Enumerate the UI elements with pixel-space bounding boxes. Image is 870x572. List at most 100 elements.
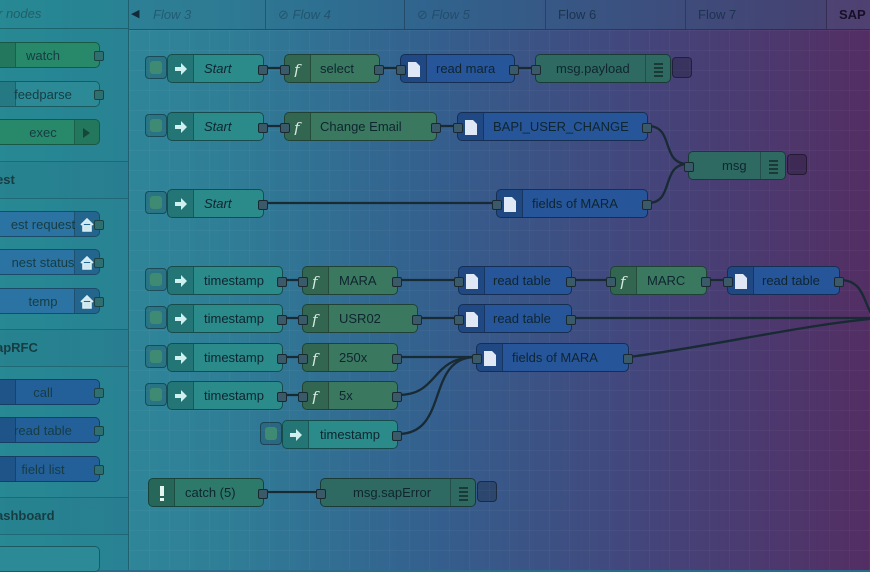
output-port[interactable] — [258, 123, 268, 133]
output-port[interactable] — [258, 65, 268, 75]
input-port[interactable] — [298, 277, 308, 287]
palette-node-rest-status[interactable]: nest status — [0, 249, 104, 275]
output-port[interactable] — [277, 277, 287, 287]
palette-node-exec[interactable]: exec — [0, 119, 100, 145]
palette-node-rest-request[interactable]: est request — [0, 211, 104, 237]
inject-node-start[interactable]: Start — [167, 189, 268, 218]
output-port[interactable] — [94, 90, 104, 100]
debug-toggle-button[interactable] — [787, 154, 807, 175]
input-port[interactable] — [684, 162, 694, 172]
inject-node-timestamp[interactable]: timestamp — [167, 266, 287, 295]
input-port[interactable] — [280, 65, 290, 75]
palette-node-read-table[interactable]: read table — [0, 417, 104, 443]
input-port[interactable] — [606, 277, 616, 287]
sap-node-bapi-user-change[interactable]: BAPI_USER_CHANGE — [453, 112, 652, 141]
output-port[interactable] — [374, 65, 384, 75]
inject-button[interactable] — [145, 306, 167, 329]
inject-node-start[interactable]: Start — [167, 54, 268, 83]
output-port[interactable] — [642, 123, 652, 133]
inject-node-start[interactable]: Start — [167, 112, 268, 141]
palette-node-watch[interactable]: watch — [0, 42, 104, 68]
palette-node-field-list[interactable]: field list — [0, 456, 104, 482]
palette-node-call[interactable]: call — [0, 379, 104, 405]
palette-node-temp[interactable]: temp — [0, 288, 104, 314]
output-port[interactable] — [431, 123, 441, 133]
input-port[interactable] — [472, 354, 482, 364]
function-node-change-email[interactable]: f Change Email — [280, 112, 441, 141]
sap-node-fields-of-mara[interactable]: fields of MARA — [472, 343, 633, 372]
palette-category-saprfc[interactable]: apRFC — [0, 329, 128, 367]
output-port[interactable] — [94, 297, 104, 307]
tab-sap[interactable]: SAP — [827, 0, 870, 29]
output-port[interactable] — [701, 277, 711, 287]
function-node-usr02[interactable]: f USR02 — [298, 304, 422, 333]
input-port[interactable] — [280, 123, 290, 133]
tab-flow-6[interactable]: Flow 6 — [546, 0, 686, 29]
function-node-250x[interactable]: f 250x — [298, 343, 402, 372]
output-port[interactable] — [392, 431, 402, 441]
sap-node-fields-of-mara[interactable]: fields of MARA — [492, 189, 652, 218]
output-port[interactable] — [412, 315, 422, 325]
sap-node-read-table[interactable]: read table — [454, 266, 576, 295]
output-port[interactable] — [392, 277, 402, 287]
input-port[interactable] — [531, 65, 541, 75]
output-port[interactable] — [94, 258, 104, 268]
tab-flow-5[interactable]: ⊘ Flow 5 — [405, 0, 546, 29]
sap-node-read-table-2[interactable]: read table — [723, 266, 844, 295]
output-port[interactable] — [392, 392, 402, 402]
inject-node-timestamp[interactable]: timestamp — [167, 381, 287, 410]
function-node-mara[interactable]: f MARA — [298, 266, 402, 295]
debug-node-msg-payload[interactable]: msg.payload — [531, 54, 671, 83]
input-port[interactable] — [723, 277, 733, 287]
output-port[interactable] — [277, 354, 287, 364]
inject-node-timestamp[interactable]: timestamp — [167, 343, 287, 372]
inject-button[interactable] — [145, 56, 167, 79]
debug-node-msg[interactable]: msg — [684, 151, 786, 180]
palette-node-feedparse[interactable]: feedparse — [0, 81, 104, 107]
output-port[interactable] — [258, 489, 268, 499]
sap-node-read-table[interactable]: read table — [454, 304, 576, 333]
scroll-left-icon[interactable]: ◀ — [131, 8, 140, 20]
inject-button[interactable] — [145, 191, 167, 214]
function-node-5x[interactable]: f 5x — [298, 381, 402, 410]
output-port[interactable] — [94, 465, 104, 475]
sap-node-read-mara[interactable]: read mara — [396, 54, 519, 83]
input-port[interactable] — [454, 277, 464, 287]
output-port[interactable] — [94, 220, 104, 230]
tab-flow-7[interactable]: Flow 7 — [686, 0, 827, 29]
inject-node-timestamp[interactable]: timestamp — [282, 420, 402, 449]
output-port[interactable] — [566, 315, 576, 325]
input-port[interactable] — [396, 65, 406, 75]
output-port[interactable] — [642, 200, 652, 210]
output-port[interactable] — [94, 388, 104, 398]
input-port[interactable] — [298, 392, 308, 402]
palette-search[interactable]: r nodes — [0, 0, 128, 29]
inject-node-timestamp[interactable]: timestamp — [167, 304, 287, 333]
palette-category-dashboard[interactable]: ashboard — [0, 497, 128, 535]
inject-button[interactable] — [145, 383, 167, 406]
debug-toggle-button[interactable] — [477, 481, 497, 502]
function-node-marc[interactable]: f MARC — [606, 266, 711, 295]
output-port[interactable] — [392, 354, 402, 364]
output-port[interactable] — [623, 354, 633, 364]
inject-button[interactable] — [145, 268, 167, 291]
input-port[interactable] — [316, 489, 326, 499]
debug-node-msg-saperror[interactable]: msg.sapError — [316, 478, 476, 507]
output-port[interactable] — [509, 65, 519, 75]
input-port[interactable] — [298, 354, 308, 364]
debug-toggle-button[interactable] — [672, 57, 692, 78]
function-node-select[interactable]: f select — [280, 54, 384, 83]
output-port[interactable] — [94, 426, 104, 436]
output-port[interactable] — [834, 277, 844, 287]
input-port[interactable] — [453, 123, 463, 133]
input-port[interactable] — [298, 315, 308, 325]
output-port[interactable] — [258, 200, 268, 210]
palette-category-rest[interactable]: est — [0, 161, 128, 199]
catch-node[interactable]: catch (5) — [148, 478, 268, 507]
tab-flow-4[interactable]: ⊘ Flow 4 — [266, 0, 405, 29]
output-port[interactable] — [94, 51, 104, 61]
output-port[interactable] — [277, 315, 287, 325]
output-port[interactable] — [277, 392, 287, 402]
output-port[interactable] — [566, 277, 576, 287]
input-port[interactable] — [492, 200, 502, 210]
